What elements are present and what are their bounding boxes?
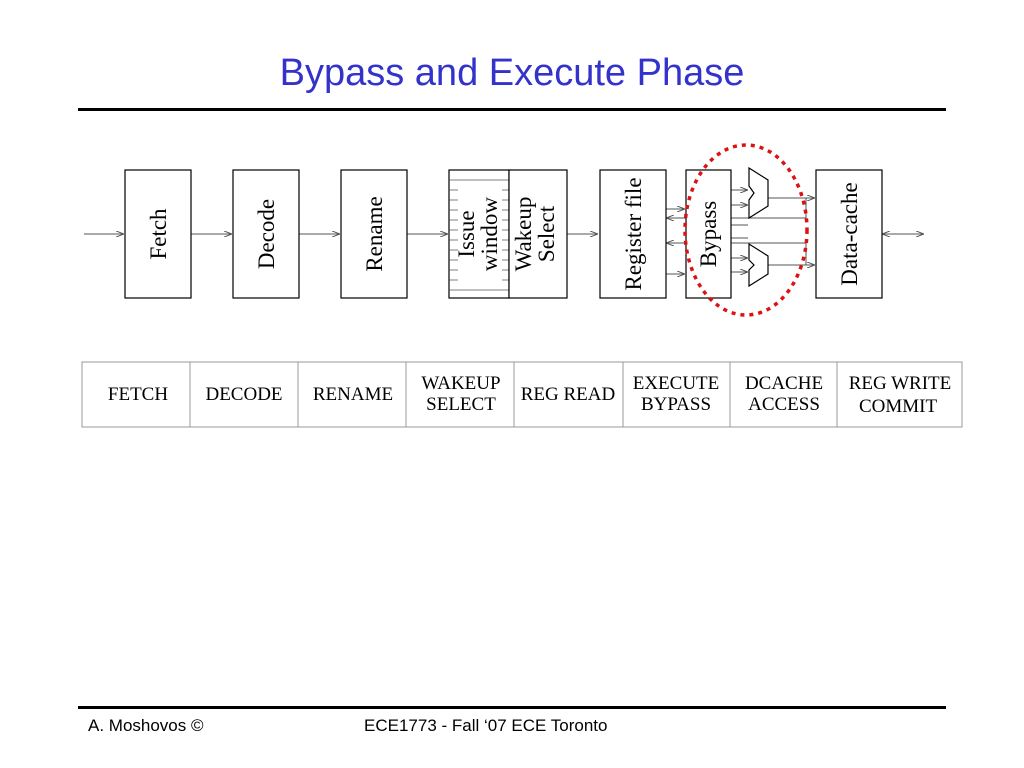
slide-title: Bypass and Execute Phase — [279, 52, 745, 94]
rename-block: Rename — [340, 169, 408, 299]
footer-divider — [78, 706, 946, 709]
stage-table: FETCH DECODE RENAME WAKEUP SELECT REG RE… — [81, 361, 963, 428]
fetch-label: Fetch — [146, 208, 171, 260]
data-cache-block: Data-cache — [815, 169, 883, 299]
footer-course: ECE1773 - Fall ‘07 ECE Toronto — [364, 716, 608, 735]
stage-execute: EXECUTE — [633, 373, 720, 394]
alu-top — [748, 166, 769, 220]
select-label: Select — [534, 205, 559, 262]
footer-author: A. Moshovos © — [88, 716, 204, 735]
window-label: window — [477, 197, 502, 272]
title-divider — [78, 108, 946, 111]
stage-rename: RENAME — [313, 384, 393, 405]
stage-decode: DECODE — [205, 384, 282, 405]
issue-window-block: Issue window — [448, 169, 510, 299]
bypass-highlight-circle — [683, 143, 809, 317]
stage-wakeup: WAKEUP — [421, 373, 500, 394]
decode-block: Decode — [232, 169, 300, 299]
stage-regread: REG READ — [521, 384, 615, 405]
wakeup-select-block: Wakeup Select — [508, 169, 568, 299]
stage-access: ACCESS — [748, 394, 820, 415]
alu-bottom — [748, 242, 769, 288]
wakeup-label: Wakeup — [511, 197, 536, 272]
bypass-label: Bypass — [696, 201, 721, 268]
decode-label: Decode — [254, 199, 279, 269]
stage-dcache: DCACHE — [745, 373, 823, 394]
register-file-block: Register file — [599, 169, 667, 299]
stage-fetch: FETCH — [108, 384, 168, 405]
rename-label: Rename — [362, 196, 387, 271]
stage-regwrite: REG WRITE — [849, 373, 952, 394]
stage-bypass: BYPASS — [641, 394, 711, 415]
stage-select: SELECT — [426, 394, 496, 415]
issue-label: Issue — [454, 210, 479, 257]
stage-commit: COMMIT — [859, 396, 938, 417]
fetch-block: Fetch — [124, 169, 192, 299]
register-file-label: Register file — [621, 177, 646, 290]
data-cache-label: Data-cache — [837, 182, 862, 285]
